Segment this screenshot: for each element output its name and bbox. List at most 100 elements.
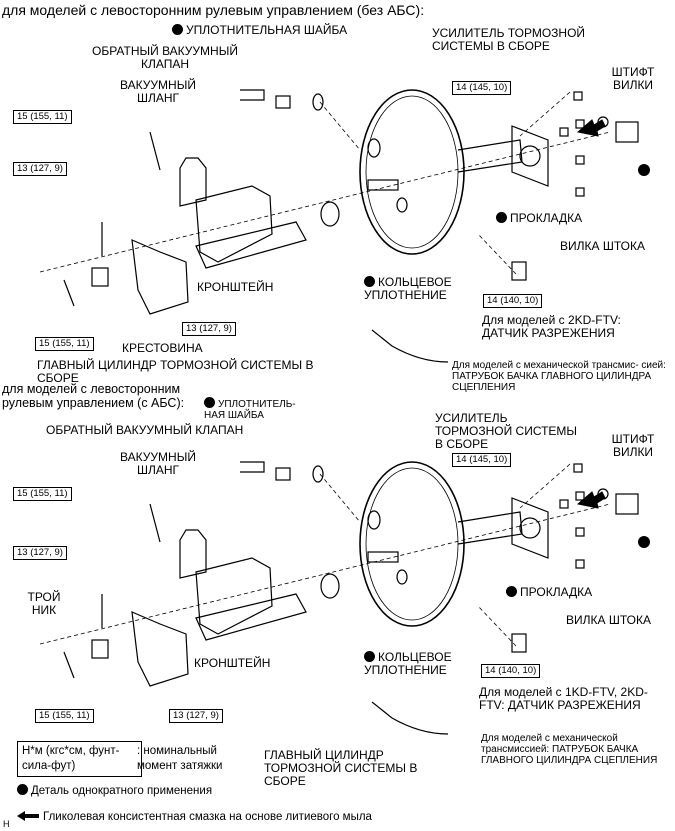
top-torque-box-1: 15 (155, 11) [13, 110, 72, 124]
legend-unit-box: Н*м (кгс*см, фунт-сила-фут) [17, 741, 142, 777]
single-use-mark-icon [204, 397, 215, 408]
top-check-valve-label: ОБРАТНЫЙ ВАКУУМНЫЙ КЛАПАН [92, 44, 238, 71]
single-use-dot [638, 536, 650, 548]
top-vacuum-sensor-label: Для моделей с 2KD-FTV: ДАТЧИК РАЗРЕЖЕНИЯ [482, 313, 621, 340]
single-use-mark-icon [496, 212, 507, 223]
top-torque-box-2: 13 (127, 9) [13, 162, 67, 176]
gasket-plate [511, 125, 549, 187]
brake-line [63, 503, 161, 679]
reservoir-body [195, 557, 273, 635]
o-ring [320, 573, 340, 599]
bottom-vacuum-sensor-label: Для моделей с 1KD-FTV, 2KD-FTV: ДАТЧИК Р… [479, 685, 648, 712]
legend-unit-description: : номинальный момент затяжки [137, 745, 223, 772]
footer-code: H [3, 819, 10, 829]
top-master-cylinder-label: ГЛАВНЫЙ ЦИЛИНДР ТОРМОЗНОЙ СИСТЕМЫ В СБОР… [37, 358, 314, 385]
booster-stud [396, 569, 408, 585]
booster-shell [359, 89, 465, 255]
reservoir-cap [179, 157, 207, 207]
gasket-hole [519, 145, 541, 167]
bottom-torque-box-1: 15 (155, 11) [13, 487, 72, 501]
reservoir-cap [179, 529, 207, 579]
nut [573, 463, 583, 473]
center-axis [39, 503, 611, 645]
top-push-rod-clevis-label: ВИЛКА ШТОКА [560, 239, 645, 253]
bottom-seal-washer-label: УПЛОТНИТЕЛЬ- НАЯ ШАЙБА [204, 397, 296, 421]
bottom-gasket-label: ПРОКЛАДКА [506, 586, 592, 599]
nut [575, 187, 585, 197]
top-heading: для моделей с левосторонним рулевым упра… [2, 2, 425, 18]
nut [575, 559, 585, 569]
bottom-torque-box-6: 14 (140, 10) [481, 664, 541, 678]
seal-washer [312, 465, 324, 483]
booster-hole [367, 510, 381, 530]
cylinder-body [195, 593, 307, 641]
top-o-ring-label: КОЛЬЦЕВОЕ УПЛОТНЕНИЕ [364, 275, 452, 302]
bottom-tee-label: ТРОЙ НИК [27, 590, 61, 617]
top-torque-box-5: 14 (145, 10) [452, 81, 512, 95]
top-clevis-pin-label: ШТИФТ ВИЛКИ [611, 65, 655, 92]
o-ring [320, 201, 340, 227]
bottom-heading: для моделей с левосторонним рулевым упра… [2, 382, 185, 410]
bottom-torque-box-5: 14 (145, 10) [452, 453, 512, 467]
booster-rim [365, 467, 459, 621]
nut [575, 527, 585, 537]
bottom-check-valve-label: ОБРАТНЫЙ ВАКУУМНЫЙ КЛАПАН [46, 423, 244, 437]
booster-stud-left [367, 179, 399, 191]
bottom-o-ring-label: КОЛЬЦЕВОЕ УПЛОТНЕНИЕ [364, 650, 452, 677]
check-valve [275, 467, 291, 481]
nut [559, 499, 569, 509]
gasket-hole [519, 517, 541, 539]
vacuum-sensor [511, 261, 527, 281]
single-use-mark-icon [172, 24, 183, 35]
single-use-dot [638, 164, 650, 176]
bottom-torque-box-3: 15 (155, 11) [35, 709, 94, 723]
assembly-line [319, 463, 571, 647]
bottom-bracket-label: КРОНШТЕЙН [194, 656, 271, 670]
vacuum-hose [240, 461, 265, 473]
tee-fitting [91, 267, 109, 287]
vacuum-sensor [511, 633, 527, 653]
clutch-hose [371, 701, 449, 735]
bottom-torque-box-4: 13 (127, 9) [169, 709, 223, 723]
check-valve [275, 95, 291, 109]
assembly-line [319, 91, 571, 275]
top-torque-box-4: 13 (127, 9) [182, 322, 236, 336]
bracket-plate [131, 611, 189, 687]
top-torque-box-3: 15 (155, 11) [35, 337, 94, 351]
bottom-booster-label: УСИЛИТЕЛЬ ТОРМОЗНОЙ СИСТЕМЫ В СБОРЕ [435, 411, 578, 451]
top-cross-label: КРЕСТОВИНА [122, 341, 203, 355]
top-vacuum-hose-label: ВАКУУМНЫЙ ШЛАНГ [120, 78, 196, 105]
gasket-plate [511, 497, 549, 559]
top-booster-label: УСИЛИТЕЛЬ ТОРМОЗНОЙ СИСТЕМЫ В СБОРЕ [432, 26, 586, 53]
booster-rim [365, 95, 459, 249]
bottom-torque-box-2: 13 (127, 9) [13, 546, 67, 560]
grease-arrow-icon [17, 811, 39, 821]
tee-fitting [91, 639, 109, 659]
top-bracket-label: КРОНШТЕЙН [197, 280, 274, 294]
bottom-clutch-hose-label: Для моделей с механической трансмиссией:… [481, 733, 658, 766]
clutch-hose [371, 329, 449, 363]
bottom-push-rod-clevis-label: ВИЛКА ШТОКА [566, 613, 651, 627]
single-use-mark-icon [364, 651, 375, 662]
nut [575, 155, 585, 165]
booster-stud [396, 197, 408, 213]
nut [573, 91, 583, 101]
single-use-mark-icon [364, 276, 375, 287]
top-torque-box-6: 14 (140, 10) [483, 294, 543, 308]
bottom-master-cylinder-label: ГЛАВНЫЙ ЦИЛИНДР ТОРМОЗНОЙ СИСТЕМЫ В СБОР… [264, 748, 418, 788]
nut [575, 491, 585, 501]
brake-line [63, 131, 161, 307]
bracket-plate [131, 239, 189, 315]
cylinder-body [195, 221, 307, 269]
legend-single-use: Деталь однократного применения [17, 784, 212, 798]
seal-washer [312, 93, 324, 111]
booster-stud-left [367, 551, 399, 563]
booster-shell [359, 461, 465, 627]
nut [575, 119, 585, 129]
single-use-mark-icon [506, 586, 517, 597]
booster-hole [367, 138, 381, 158]
top-seal-washer-label: УПЛОТНИТЕЛЬНАЯ ШАЙБА [172, 24, 347, 37]
legend-grease: Гликолевая консистентная смазка на основ… [17, 811, 372, 824]
top-clutch-hose-label: Для моделей с механической трансмис- сие… [452, 360, 666, 393]
